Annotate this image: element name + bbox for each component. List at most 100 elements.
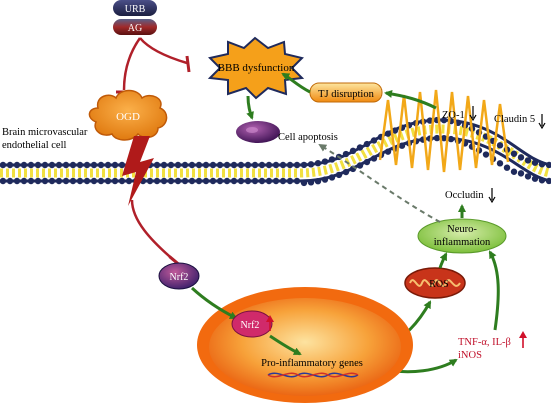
phospholipid-head	[314, 177, 322, 185]
arrow-cytokines-to-neuro	[488, 250, 500, 331]
phospholipid-head	[433, 134, 441, 142]
phospholipid-head	[6, 161, 14, 169]
lightning-bolt	[122, 136, 154, 206]
phospholipid-head	[300, 161, 308, 169]
cytokine-up-arrow	[519, 331, 527, 348]
cell-label-line2: endothelial cell	[2, 140, 67, 151]
phospholipid-head	[524, 173, 532, 180]
phospholipid-head	[230, 161, 238, 169]
phospholipid-head	[286, 161, 294, 169]
inhibit-ogd-to-nrf2	[130, 199, 177, 263]
phospholipid-head	[300, 179, 308, 187]
phospholipid-head	[384, 130, 392, 137]
phospholipid-head	[440, 134, 448, 142]
arrow-bbb-to-apoptosis	[246, 95, 254, 120]
phospholipid-head	[251, 161, 259, 169]
neuro-label-line2: inflammation	[434, 237, 491, 248]
phospholipid-head	[181, 177, 189, 185]
phospholipid-head	[20, 177, 28, 185]
claudin-down-arrow	[538, 114, 546, 130]
nrf2-nuclear: Nrf2	[231, 310, 273, 338]
phospholipid-head	[370, 155, 378, 162]
phospholipid-head	[503, 164, 511, 171]
phospholipid-head	[20, 161, 28, 169]
phospholipid-head	[321, 176, 329, 183]
phospholipid-head	[13, 161, 21, 169]
cytokines-label-line1: TNF-α, IL-β	[458, 337, 511, 348]
phospholipid-head	[328, 174, 336, 181]
cell-label-line1: Brain microvascular	[2, 127, 88, 138]
phospholipid-head	[265, 177, 273, 185]
phospholipid-head	[314, 159, 322, 167]
cell-membrane	[0, 116, 551, 187]
phospholipid-head	[83, 161, 91, 169]
phospholipid-head	[76, 177, 84, 185]
phospholipid-head	[391, 127, 399, 134]
phospholipid-head	[146, 177, 154, 185]
tj-disruption-node: TJ disruption	[309, 82, 383, 103]
phospholipid-head	[167, 161, 175, 169]
phospholipid-head	[258, 177, 266, 185]
phospholipid-head	[181, 161, 189, 169]
phospholipid-head	[27, 161, 35, 169]
phospholipid-head	[545, 161, 551, 169]
arrow-nrf2-to-genes	[269, 334, 302, 356]
arrow-zo1-to-tj	[384, 89, 437, 110]
phospholipid-head	[216, 161, 224, 169]
phospholipid-head	[510, 168, 518, 175]
phospholipid-head	[321, 158, 329, 165]
urb-label: URB	[125, 4, 146, 15]
phospholipid-head	[41, 161, 49, 169]
nrf2-up-arrow	[266, 315, 274, 331]
phospholipid-head	[496, 160, 504, 167]
ogd-label: OGD	[116, 111, 140, 123]
nrf2-cyto-label: Nrf2	[170, 272, 189, 283]
phospholipid-head	[195, 161, 203, 169]
phospholipid-head	[174, 161, 182, 169]
phospholipid-head	[48, 161, 56, 169]
phospholipid-head	[6, 177, 14, 185]
bbb-dysfunction-node: BBB dysfunction	[207, 36, 305, 100]
phospholipid-head	[279, 161, 287, 169]
phospholipid-head	[104, 161, 112, 169]
tight-junction-strands	[378, 89, 510, 173]
phospholipid-head	[335, 171, 343, 179]
phospholipid-head	[188, 161, 196, 169]
phospholipid-head	[307, 161, 315, 168]
phospholipid-head	[524, 157, 532, 164]
phospholipid-head	[13, 177, 21, 185]
phospholipid-head	[230, 177, 238, 185]
genes-label: Pro-inflammatory genes	[261, 358, 363, 369]
phospholipid-head	[97, 161, 105, 169]
phospholipid-head	[265, 161, 273, 169]
nrf2-nuc-label: Nrf2	[241, 320, 260, 331]
phospholipid-head	[447, 135, 455, 143]
phospholipid-head	[27, 177, 35, 185]
nrf2-cytoplasmic: Nrf2	[158, 262, 200, 290]
claudin-label: Claudin 5	[494, 114, 535, 125]
phospholipid-head	[83, 177, 91, 185]
phospholipid-head	[531, 159, 539, 166]
phospholipid-head	[125, 177, 133, 185]
phospholipid-head	[69, 177, 77, 185]
inhibit-drugs-to-bbb	[139, 37, 188, 65]
phospholipid-head	[370, 137, 378, 144]
phospholipid-head	[356, 144, 364, 151]
occludin-label: Occludin	[445, 190, 484, 201]
phospholipid-head	[545, 177, 551, 185]
phospholipid-head	[349, 147, 357, 155]
ros-mitochondrion: ROS	[404, 267, 466, 299]
phospholipid-head	[398, 142, 406, 149]
zo1-label: ZO-1	[442, 110, 465, 121]
occludin-down-arrow	[488, 188, 496, 204]
arrow-ros-to-neuro	[438, 252, 448, 269]
phospholipid-head	[76, 161, 84, 169]
zo1-down-arrow	[469, 106, 477, 122]
phospholipid-head	[174, 177, 182, 185]
arrow-nrf2-translocation	[190, 286, 238, 320]
phospholipid-head	[223, 161, 231, 169]
phospholipid-head	[440, 116, 448, 124]
phospholipid-head	[258, 161, 266, 169]
phospholipid-head	[48, 177, 56, 185]
